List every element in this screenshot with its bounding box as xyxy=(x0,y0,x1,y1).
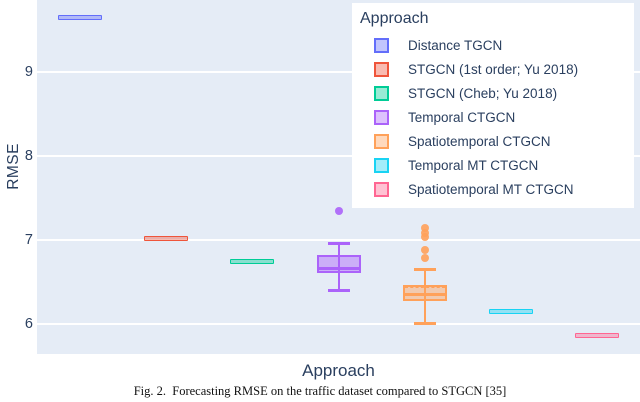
box-spatiotemporal-mt-ctgcn[interactable] xyxy=(574,333,619,339)
box-stgcn-1st-order-yu-2018[interactable] xyxy=(144,235,189,241)
box-distance-tgcn[interactable] xyxy=(58,14,103,20)
whisker-cap-high-temporal-ctgcn xyxy=(327,242,350,245)
box-temporal-ctgcn[interactable] xyxy=(316,255,361,273)
y-axis-title: RMSE xyxy=(5,143,22,190)
legend-item-stgcn-cheb-yu-2018[interactable]: STGCN (Cheb; Yu 2018) xyxy=(358,81,634,105)
legend-swatch-temporal-ctgcn xyxy=(374,109,389,125)
legend-swatch-spatiotemporal-ctgcn xyxy=(374,133,389,149)
legend-label-distance-tgcn: Distance TGCN xyxy=(408,37,503,53)
y-tick-label-8: 8 xyxy=(24,148,33,164)
outlier-spatiotemporal-ctgcn-1[interactable] xyxy=(420,246,429,255)
legend-item-spatiotemporal-mt-ctgcn[interactable]: Spatiotemporal MT CTGCN xyxy=(358,177,634,201)
legend-label-spatiotemporal-mt-ctgcn: Spatiotemporal MT CTGCN xyxy=(408,181,574,197)
legend-swatch-temporal-mt-ctgcn xyxy=(374,157,389,173)
figure-caption: Fig. 2. Forecasting RMSE on the traffic … xyxy=(133,384,507,398)
legend-title: Approach xyxy=(360,10,429,27)
legend-label-spatiotemporal-ctgcn: Spatiotemporal CTGCN xyxy=(408,133,551,149)
whisker-cap-high-spatiotemporal-ctgcn xyxy=(413,268,436,271)
outlier-spatiotemporal-ctgcn-0[interactable] xyxy=(420,254,429,263)
legend-label-stgcn-cheb-yu-2018: STGCN (Cheb; Yu 2018) xyxy=(408,85,558,101)
outlier-spatiotemporal-ctgcn-2[interactable] xyxy=(420,233,429,242)
x-axis-title: Approach xyxy=(302,361,375,380)
box-stgcn-cheb-yu-2018[interactable] xyxy=(230,258,275,264)
legend: Approach Distance TGCN STGCN (1st order; … xyxy=(352,3,634,208)
y-tick-label-7: 7 xyxy=(24,232,33,248)
mean-line-temporal-ctgcn xyxy=(318,255,359,257)
legend-swatch-spatiotemporal-mt-ctgcn xyxy=(374,181,389,197)
whisker-cap-low-temporal-ctgcn xyxy=(327,289,350,292)
legend-swatch-stgcn-1st-order-yu-2018 xyxy=(374,61,389,77)
legend-swatch-stgcn-cheb-yu-2018 xyxy=(374,85,389,101)
legend-item-spatiotemporal-ctgcn[interactable]: Spatiotemporal CTGCN xyxy=(358,129,634,153)
legend-label-temporal-ctgcn: Temporal CTGCN xyxy=(408,109,516,125)
whisker-temporal-ctgcn xyxy=(337,243,340,291)
box-spatiotemporal-ctgcn[interactable] xyxy=(402,284,447,302)
median-line-spatiotemporal-ctgcn xyxy=(402,293,447,296)
mean-line-spatiotemporal-ctgcn xyxy=(404,286,445,288)
legend-label-stgcn-1st-order-yu-2018: STGCN (1st order; Yu 2018) xyxy=(408,61,579,77)
legend-item-stgcn-1st-order-yu-2018[interactable]: STGCN (1st order; Yu 2018) xyxy=(358,57,634,81)
legend-item-temporal-ctgcn[interactable]: Temporal CTGCN xyxy=(358,105,634,129)
legend-item-temporal-mt-ctgcn[interactable]: Temporal MT CTGCN xyxy=(358,153,634,177)
outlier-temporal-ctgcn-0[interactable] xyxy=(334,206,343,215)
legend-item-distance-tgcn[interactable]: Distance TGCN xyxy=(358,33,634,57)
y-tick-label-6: 6 xyxy=(24,316,33,332)
gridline-y-7 xyxy=(37,239,640,241)
whisker-cap-low-spatiotemporal-ctgcn xyxy=(413,322,436,325)
whisker-spatiotemporal-ctgcn xyxy=(423,269,426,324)
gridline-y-9 xyxy=(37,71,640,73)
median-line-temporal-ctgcn xyxy=(316,267,361,270)
outlier-spatiotemporal-ctgcn-4[interactable] xyxy=(420,224,429,233)
gridline-y-6 xyxy=(37,323,640,325)
y-tick-label-9: 9 xyxy=(24,64,33,80)
legend-label-temporal-mt-ctgcn: Temporal MT CTGCN xyxy=(408,157,539,173)
legend-items: Distance TGCN STGCN (1st order; Yu 2018) S… xyxy=(358,33,634,201)
legend-swatch-distance-tgcn xyxy=(374,37,389,53)
y-axis-ticks: 6 7 8 9 xyxy=(0,0,33,354)
box-temporal-mt-ctgcn[interactable] xyxy=(488,308,533,314)
gridline-y-8 xyxy=(37,155,640,157)
outlier-spatiotemporal-ctgcn-3[interactable] xyxy=(420,229,429,238)
